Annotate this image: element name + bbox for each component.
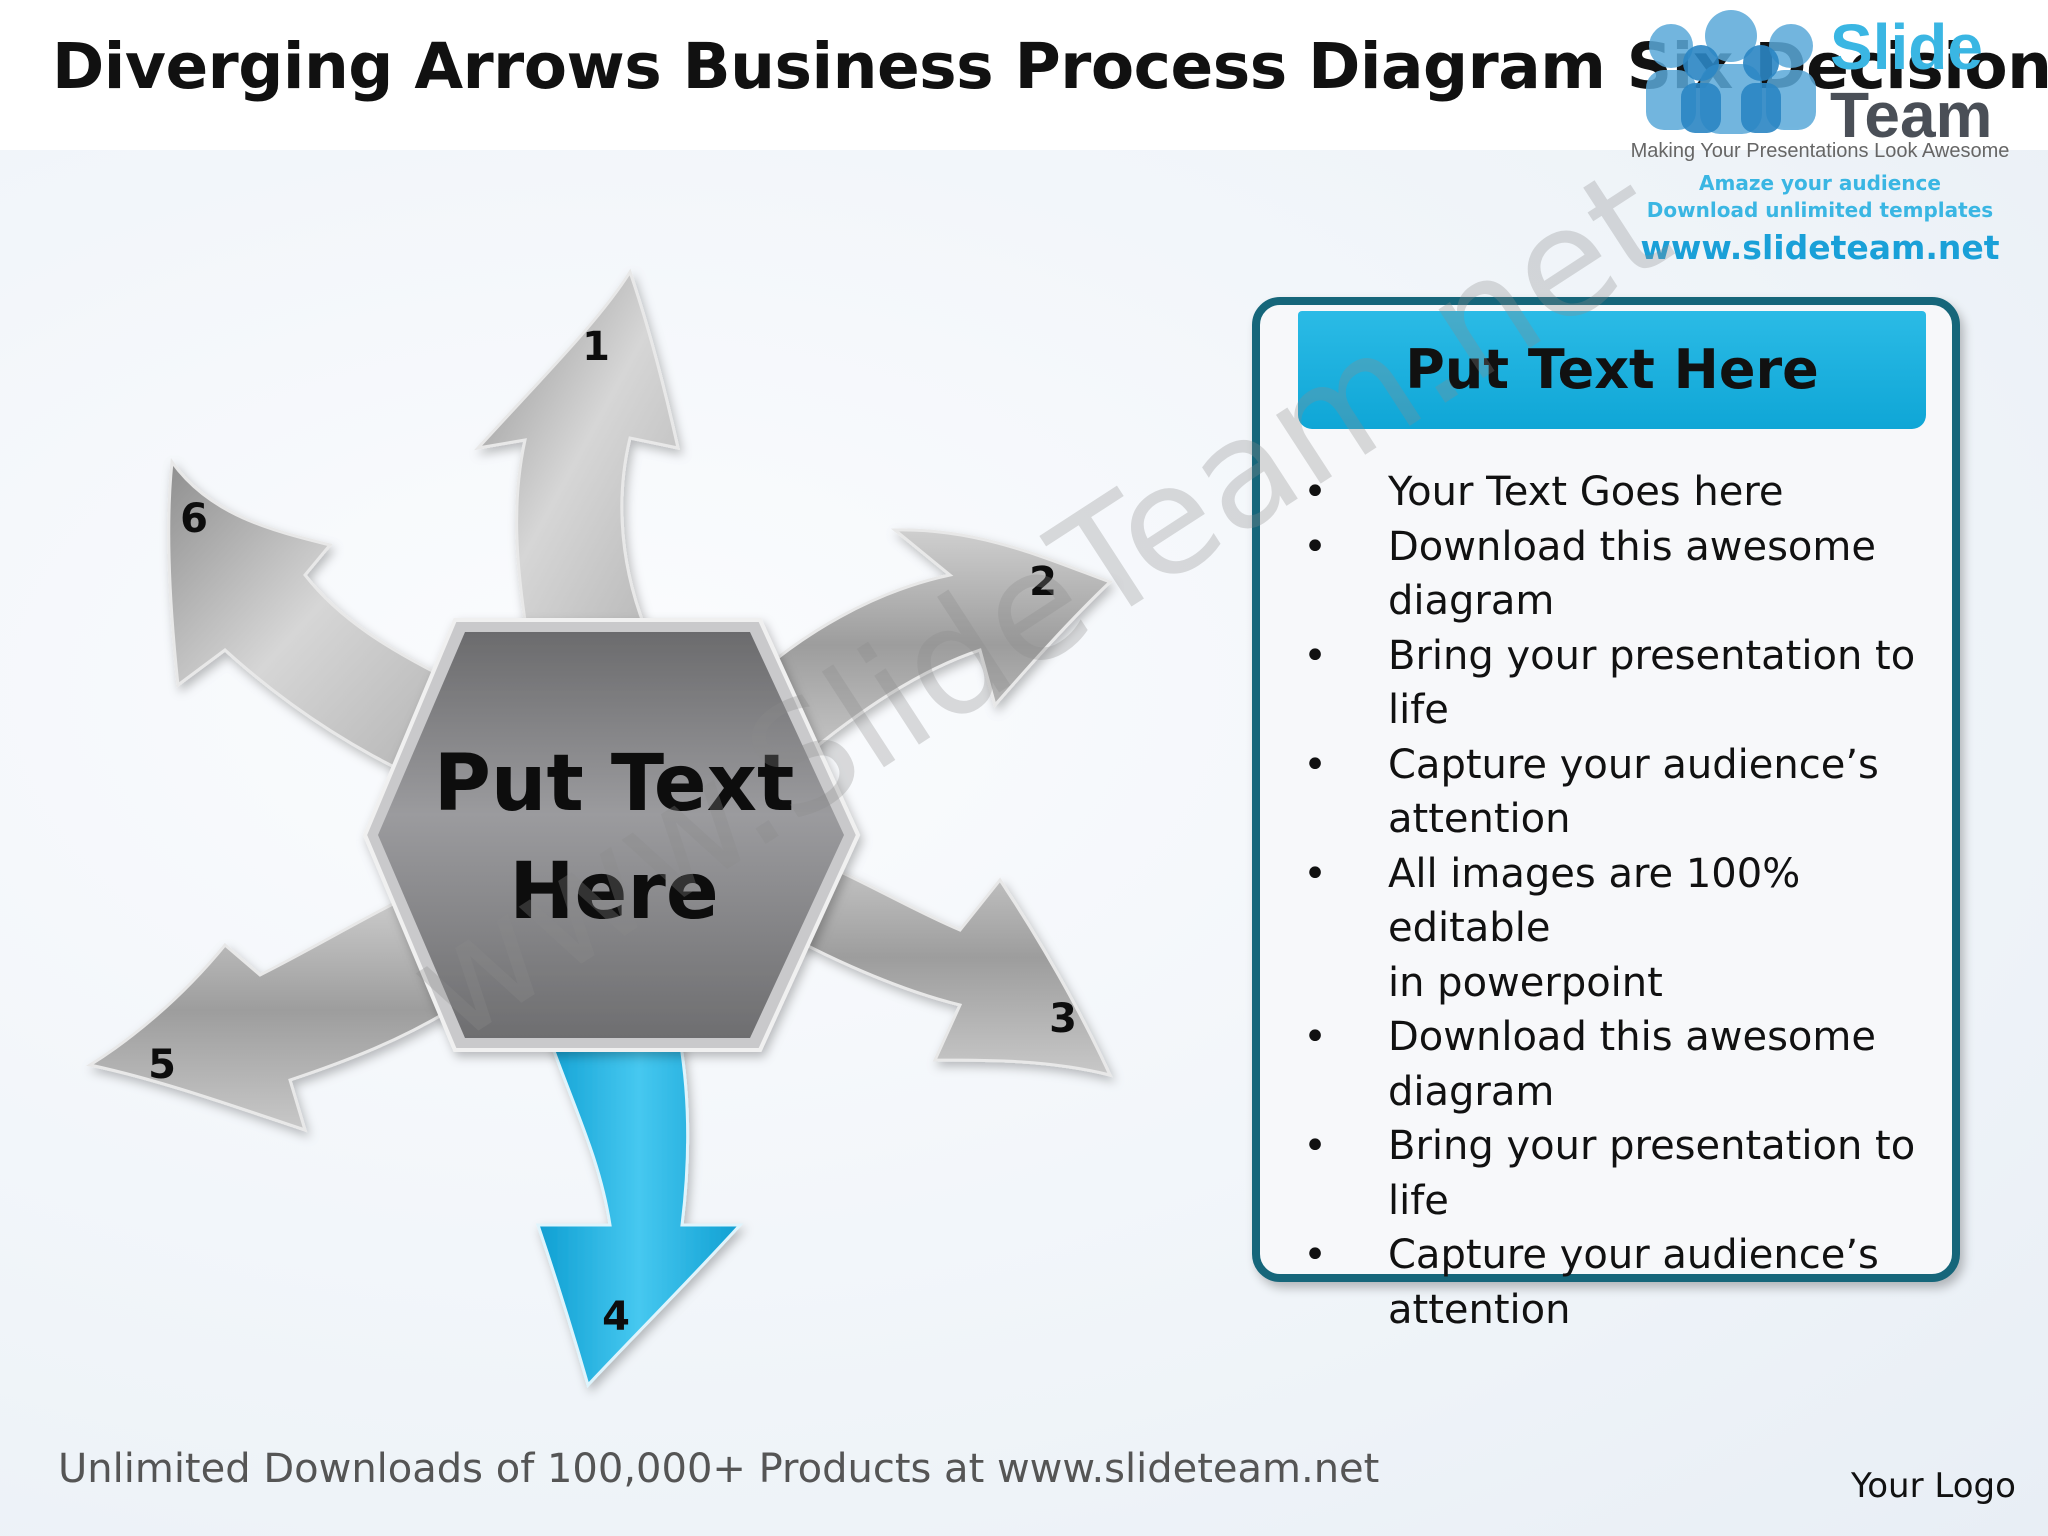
people-group-icon xyxy=(1646,10,1816,134)
bullet-item: • Capture your audience’s attention xyxy=(1300,738,1940,847)
bullet-line: All images are 100% editable xyxy=(1388,850,1801,952)
arrow-1: 1 xyxy=(473,268,680,642)
bullet-item: • Download this awesome diagram xyxy=(1300,1010,1940,1119)
bullet-line: Download this awesome xyxy=(1388,523,1876,570)
logo-word-slide: Slide xyxy=(1830,11,1983,83)
bullet-line: Your Text Goes here xyxy=(1388,469,1784,515)
text-panel: Put Text Here • Your Text Goes here • Downl… xyxy=(1252,297,1960,1333)
bullet-dot-icon: • xyxy=(1303,469,1327,515)
bullet-dot-icon: • xyxy=(1303,850,1327,897)
arrow-4-body xyxy=(535,1038,744,1388)
bullet-dot-icon: • xyxy=(1303,1014,1327,1060)
bullet-dot-icon: • xyxy=(1303,523,1327,570)
bullet-line: Bring your presentation to life xyxy=(1388,1123,1916,1224)
bullet-dot-icon: • xyxy=(1303,632,1327,679)
arrow-3: 3 xyxy=(758,838,1113,1078)
bullet-line: Bring your presentation to life xyxy=(1388,632,1916,734)
arrow-5-label: 5 xyxy=(148,1042,176,1088)
arrow-4-label: 4 xyxy=(602,1294,630,1340)
bullet-item: • Bring your presentation to life xyxy=(1300,629,1940,738)
bullet-line: Capture your audience’s xyxy=(1388,741,1879,788)
logo-word-team: Team xyxy=(1830,79,1993,151)
bullet-item: • Bring your presentation to life xyxy=(1300,1119,1940,1228)
arrow-2: 2 xyxy=(727,528,1113,762)
center-text-line2: Here xyxy=(509,847,719,937)
footer-logo-placeholder: Your Logo xyxy=(1851,1466,2016,1506)
arrow-3-body xyxy=(758,838,1113,1078)
bullet-dot-icon: • xyxy=(1303,1232,1327,1278)
arrow-2-label: 2 xyxy=(1029,559,1057,605)
arrow-6-body xyxy=(167,457,453,772)
arrow-6-label: 6 xyxy=(180,496,208,542)
bullet-item: • Download this awesome diagram xyxy=(1300,520,1940,629)
bullet-line: in powerpoint xyxy=(1388,959,1663,1006)
logo-tagline: Making Your Presentations Look Awesome xyxy=(1630,140,2010,162)
arrow-6: 6 xyxy=(167,457,453,772)
bullet-item: • All images are 100% editable in powerpoi… xyxy=(1300,847,1940,1011)
arrow-5: 5 xyxy=(86,887,452,1133)
logo-line-1: Amaze your audience xyxy=(1699,171,1941,195)
center-hexagon: Put Text Here xyxy=(362,618,861,1052)
bullet-line: diagram xyxy=(1388,1068,1555,1115)
arrow-5-body xyxy=(86,887,452,1133)
bullet-line: Download this awesome xyxy=(1388,1014,1876,1060)
logo-line-2: Download unlimited templates xyxy=(1646,198,1994,222)
text-panel-header: Put Text Here xyxy=(1298,311,1926,429)
arrow-4: 4 xyxy=(535,1038,744,1388)
logo-url[interactable]: www.slideteam.net xyxy=(1640,228,2000,267)
arrow-1-body xyxy=(473,268,680,642)
bullet-line: attention xyxy=(1388,1286,1571,1333)
slideteam-logo: Slide Team Making Your Presentations Loo… xyxy=(1610,8,2030,268)
bullet-item: • Your Text Goes here xyxy=(1300,465,1940,520)
hexagon-inner xyxy=(378,632,844,1038)
bullet-dot-icon: • xyxy=(1303,1123,1327,1169)
center-text-line1: Put Text xyxy=(434,739,794,829)
arrow-1-label: 1 xyxy=(582,324,610,370)
bullet-line: diagram xyxy=(1388,578,1555,624)
footer-promo-text: Unlimited Downloads of 100,000+ Products… xyxy=(58,1446,1380,1492)
arrow-3-label: 3 xyxy=(1049,996,1077,1042)
bullet-line: Capture your audience’s xyxy=(1388,1232,1879,1278)
bullet-dot-icon: • xyxy=(1303,741,1327,788)
bullet-list: • Your Text Goes here • Download this aweso… xyxy=(1300,465,1940,1337)
bullet-line: attention xyxy=(1388,796,1571,842)
bullet-item: • Capture your audience’s attention xyxy=(1300,1228,1940,1337)
arrow-2-body xyxy=(727,528,1113,762)
